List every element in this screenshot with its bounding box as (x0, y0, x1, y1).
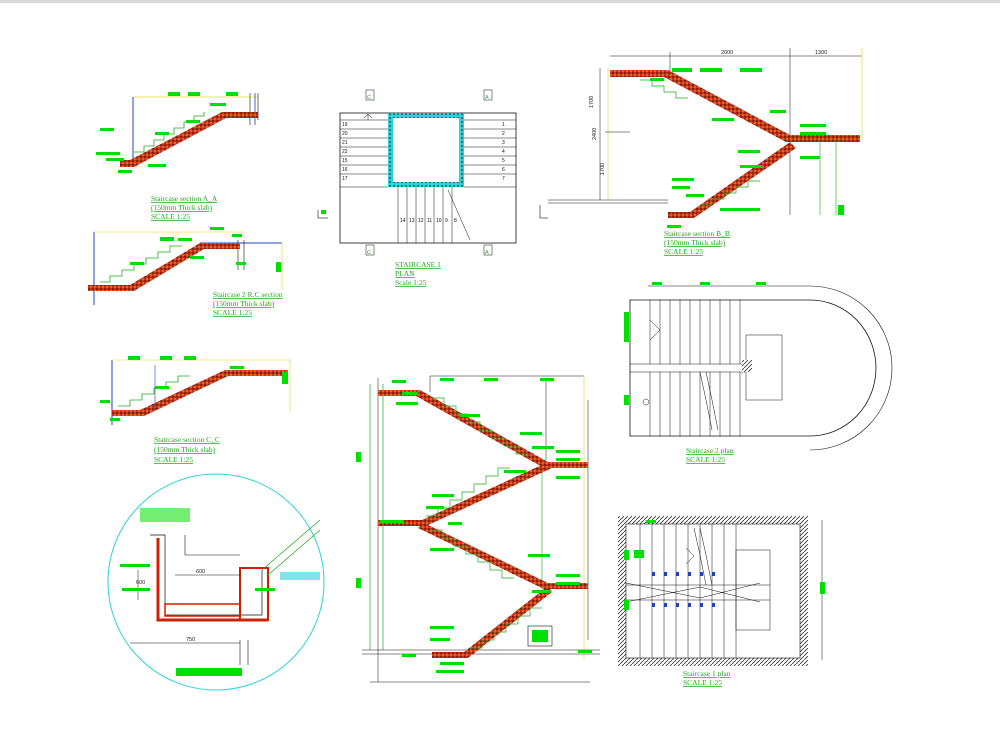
section-aa-title: Staircase section A_A (151, 194, 218, 203)
section-bb-subtitle: (150mm Thick slab) (664, 238, 726, 247)
section-cc-drawing (100, 356, 291, 425)
plan-step-number: 7 (502, 176, 505, 182)
plan-bottom-step-numbers: 14 13 12 11 10 9 8 (400, 218, 457, 224)
section-bb-scale: SCALE 1:25 (664, 247, 703, 256)
central-section-drawing (356, 375, 600, 683)
section-bb-title: Staircase section B_B (664, 229, 730, 238)
section-cc-scale: SCALE 1:25 (154, 455, 193, 464)
top-border (0, 0, 1000, 3)
plan-step-number: 6 (502, 167, 505, 173)
staircase1-plan-title: Staircase 1 plan (683, 669, 731, 678)
plan-tag-c-top: C (367, 95, 371, 101)
section-bb-dim-left-b: 2400 (592, 128, 598, 140)
staircase1-bottom-plan-drawing (618, 516, 825, 666)
plan-step-number: 4 (502, 149, 505, 155)
plan-subtitle: PLAN (395, 269, 415, 278)
beam-detail-drawing (107, 473, 325, 691)
plan-step-number: 22 (342, 149, 348, 155)
plan-step-number: 17 (342, 176, 348, 182)
section-bb-dim-top-right: 1300 (815, 50, 827, 56)
section-rc-drawing (88, 227, 283, 305)
plan-step-number: 5 (502, 158, 505, 164)
plan-step-number: 11 (427, 218, 432, 224)
plan-step-number: 19 (342, 122, 348, 128)
detail-dim-b: 750 (186, 637, 195, 643)
plan-step-number: 13 (409, 218, 415, 224)
plan-step-number: 14 (400, 218, 406, 224)
section-rc-scale: SCALE 1:25 (213, 308, 252, 317)
plan-step-number: 1 (502, 122, 505, 128)
section-cc-title: Staircase section C_C (154, 435, 220, 444)
staircase1-plan-drawing (317, 89, 517, 256)
section-bb-dim-left-a: 1700 (589, 96, 595, 108)
plan-tag-a-top: A (485, 95, 489, 101)
section-rc-title: Staircase 2 R.C section (213, 290, 283, 299)
plan-right-step-numbers: 1 2 3 4 5 6 7 (502, 122, 505, 182)
section-aa-drawing (96, 92, 259, 173)
plan-title: STAIRCASE 1 (395, 260, 441, 269)
detail-dim-a: 600 (196, 569, 205, 575)
section-cc-subtitle: (150mm Thick slab) (154, 445, 216, 454)
plan-step-number: 12 (418, 218, 424, 224)
section-rc-subtitle: (150mm Thick slab) (213, 299, 275, 308)
section-aa-subtitle: (150mm Thick slab) (151, 203, 213, 212)
plan-step-number: 10 (436, 218, 442, 224)
staircase2-plan-scale: SCALE 1:25 (686, 455, 725, 464)
staircase1-plan-scale: SCALE 1:25 (683, 678, 722, 687)
plan-scale: Scale 1:25 (395, 278, 427, 287)
staircase2-plan-title: Staircase 2 plan (686, 446, 734, 455)
plan-step-number: 15 (342, 158, 348, 164)
plan-step-number: 21 (342, 140, 348, 146)
detail-dim-c: 600 (136, 580, 145, 586)
plan-step-number: 2 (502, 131, 505, 137)
plan-step-number: 20 (342, 131, 348, 137)
plan-step-number: 3 (502, 140, 505, 146)
section-bb-dim-top-left: 2000 (721, 50, 733, 56)
section-bb-dim-left-c: 1700 (600, 163, 606, 175)
plan-step-number: 9 (445, 218, 448, 224)
plan-left-step-numbers: 19 20 21 22 15 16 17 (342, 122, 348, 182)
staircase2-plan-drawing (624, 282, 893, 451)
plan-tag-a-bottom: A (485, 250, 489, 256)
plan-step-number: 8 (454, 218, 457, 224)
section-aa-scale: SCALE 1:25 (151, 212, 190, 221)
section-bb-drawing (539, 48, 863, 228)
plan-tag-c-bottom: C (367, 250, 371, 256)
plan-step-number: 16 (342, 167, 348, 173)
